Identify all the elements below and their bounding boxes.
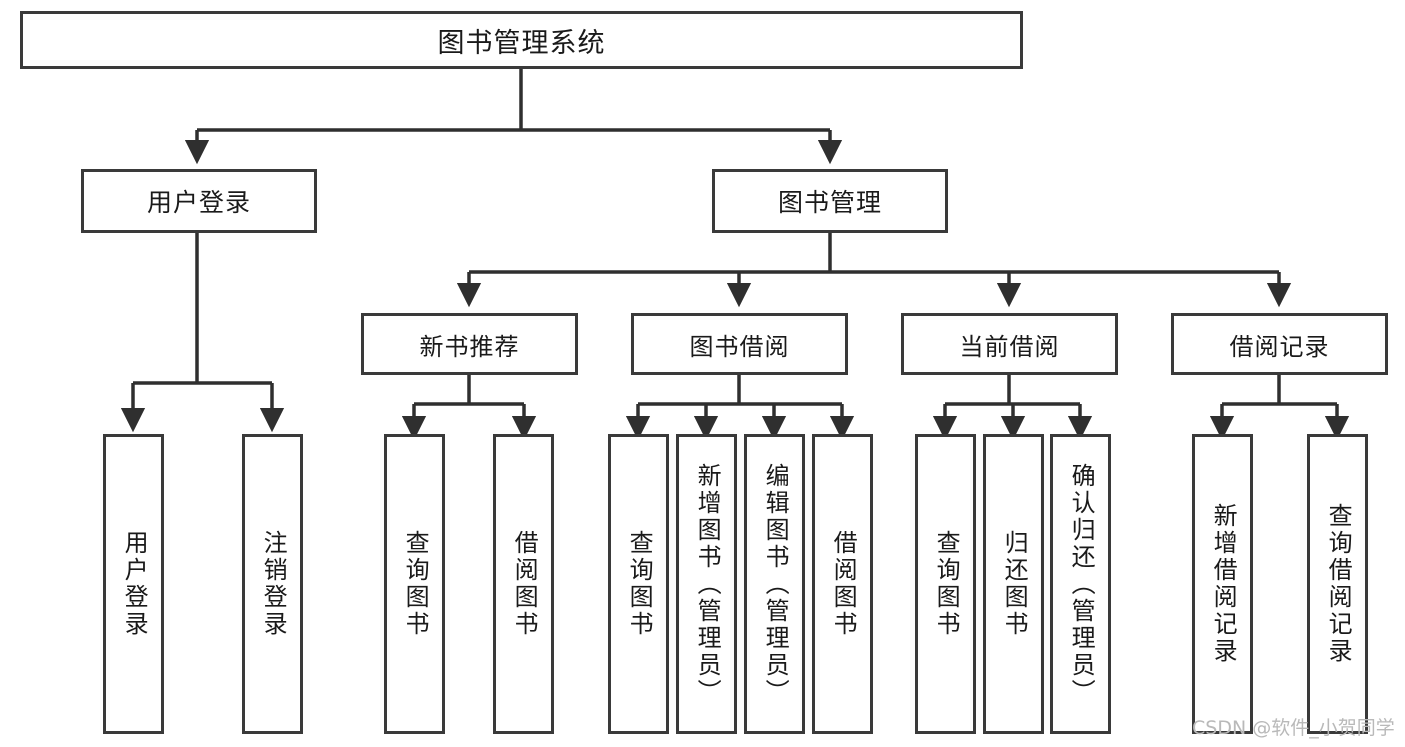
leaf-borrow-book-label: 借阅图书 [829,530,858,638]
leaf-query-book-current-label: 查询图书 [932,530,961,638]
node-current-borrow-label: 当前借阅 [959,332,1060,361]
node-book-borrow-label: 图书借阅 [689,332,790,361]
leaf-query-book-recommend[interactable]: 查询图书 [384,434,445,734]
leaf-query-book-current[interactable]: 查询图书 [915,434,976,734]
node-new-book-recommend-label: 新书推荐 [419,332,520,361]
node-book-management-label: 图书管理 [777,188,882,217]
leaf-borrow-book[interactable]: 借阅图书 [812,434,873,734]
leaf-query-borrow-record[interactable]: 查询借阅记录 [1307,434,1368,734]
leaf-user-login-label: 用户登录 [120,530,149,638]
node-root-label: 图书管理系统 [437,27,606,59]
leaf-logout-label: 注销登录 [259,530,288,638]
leaf-edit-book-admin-label: 编辑图书（管理员） [761,462,790,706]
leaf-query-book-borrow-label: 查询图书 [625,530,654,638]
leaf-return-book[interactable]: 归还图书 [983,434,1044,734]
leaf-confirm-return-admin-label: 确认归还（管理员） [1067,462,1096,706]
node-current-borrow[interactable]: 当前借阅 [901,313,1118,375]
node-book-management[interactable]: 图书管理 [712,169,948,233]
node-user-login[interactable]: 用户登录 [81,169,317,233]
leaf-confirm-return-admin[interactable]: 确认归还（管理员） [1050,434,1111,734]
node-user-login-label: 用户登录 [146,188,251,217]
leaf-add-book-admin-label: 新增图书（管理员） [693,462,722,706]
leaf-user-login[interactable]: 用户登录 [103,434,164,734]
watermark: CSDN @软件_小贺同学 [1192,717,1395,739]
leaf-borrow-book-recommend-label: 借阅图书 [510,530,539,638]
leaf-add-borrow-record[interactable]: 新增借阅记录 [1192,434,1253,734]
node-book-borrow[interactable]: 图书借阅 [631,313,848,375]
leaf-return-book-label: 归还图书 [1000,530,1029,638]
leaf-edit-book-admin[interactable]: 编辑图书（管理员） [744,434,805,734]
leaf-query-book-recommend-label: 查询图书 [401,530,430,638]
node-new-book-recommend[interactable]: 新书推荐 [361,313,578,375]
node-borrow-record[interactable]: 借阅记录 [1171,313,1388,375]
leaf-add-book-admin[interactable]: 新增图书（管理员） [676,434,737,734]
leaf-borrow-book-recommend[interactable]: 借阅图书 [493,434,554,734]
leaf-add-borrow-record-label: 新增借阅记录 [1209,503,1238,665]
leaf-query-borrow-record-label: 查询借阅记录 [1324,503,1353,665]
node-borrow-record-label: 借阅记录 [1229,332,1330,361]
node-root[interactable]: 图书管理系统 [20,11,1023,69]
leaf-logout[interactable]: 注销登录 [242,434,303,734]
leaf-query-book-borrow[interactable]: 查询图书 [608,434,669,734]
